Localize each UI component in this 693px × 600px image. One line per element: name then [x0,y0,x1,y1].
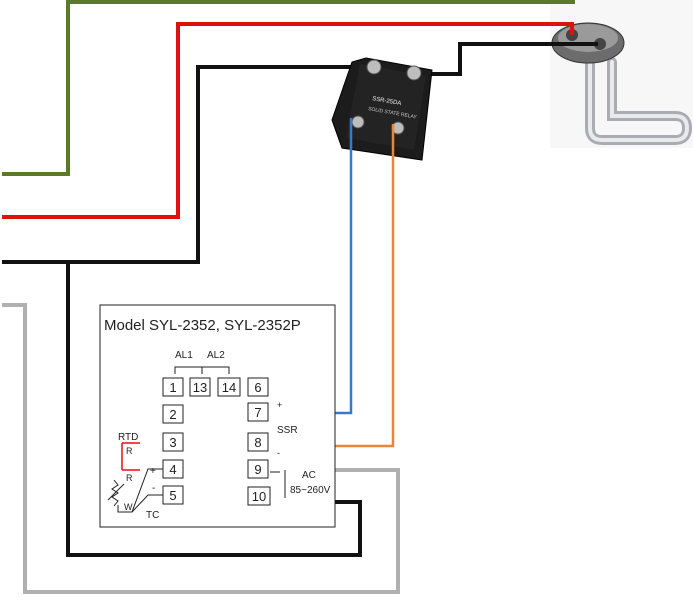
terminal-1-label: 1 [169,380,176,395]
terminal-4: 4 [162,459,184,479]
terminal-6: 6 [247,377,269,397]
terminal-3: 3 [162,432,184,452]
tc-label: TC [146,510,159,521]
ac-label: AC [302,470,316,481]
al1-label: AL1 [175,350,193,361]
terminal-10: 10 [247,486,271,506]
terminal-6-label: 6 [254,380,261,395]
controller-title: Model SYL-2352, SYL-2352P [104,317,301,334]
terminal-5-label: 5 [169,488,176,503]
terminal-7-label: 7 [254,405,261,420]
ac-range: 85~260V [290,485,331,496]
terminal-2-label: 2 [169,407,176,422]
rtd-label: RTD [118,432,138,443]
terminal-10-label: 10 [252,489,266,504]
rtd-resistor-icon [111,479,119,507]
terminal-4-label: 4 [169,462,176,477]
relay-brand: SSR-25DA [372,96,402,107]
wire-gray [2,303,400,594]
ssr-plus: + [277,400,282,410]
terminal-5: 5 [162,485,184,505]
terminal-3-label: 3 [169,435,176,450]
terminal-14: 14 [217,377,241,397]
rtd-r1: R [126,446,133,456]
wire-green [2,0,575,176]
wire-black [2,65,356,264]
terminal-13: 13 [189,377,211,397]
solid-state-relay: SSR-25DA SOLID STATE RELAY [331,57,433,161]
tc-plus: + [150,466,156,477]
rtd-r2: R [126,473,133,483]
al2-label: AL2 [207,350,225,361]
terminal-1: 1 [162,377,184,397]
wire-black-ssr-heater [421,42,598,76]
controller-panel: Model SYL-2352, SYL-2352P AL1 AL2 1 13 1… [99,304,336,528]
ssr-label: SSR [277,425,298,436]
terminal-14-label: 14 [222,380,236,395]
wire-red [2,22,574,219]
terminal-2: 2 [162,404,184,424]
terminal-9: 9 [247,459,269,479]
terminal-9-label: 9 [254,462,261,477]
ssr-minus: - [277,448,280,458]
terminal-13-label: 13 [193,380,207,395]
terminal-8-label: 8 [254,435,261,450]
rtd-w: W [124,502,133,512]
tc-minus: - [152,483,155,494]
terminal-7: 7 [247,402,269,422]
terminal-8: 8 [247,432,269,452]
